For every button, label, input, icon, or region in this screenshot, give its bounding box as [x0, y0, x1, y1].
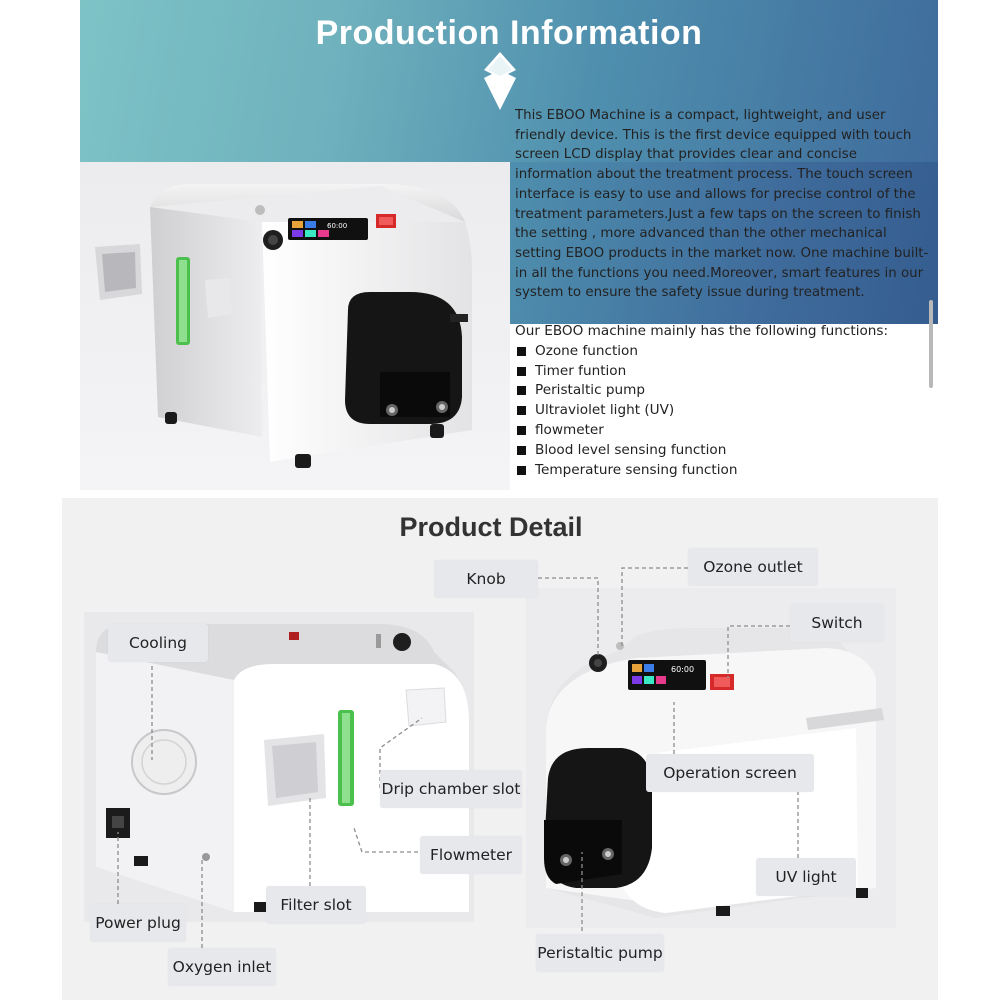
functions-block: Our EBOO machine mainly has the followin… [515, 322, 933, 480]
function-item: Blood level sensing function [515, 441, 933, 461]
label-flowmeter: Flowmeter [420, 836, 522, 874]
function-item: Timer funtion [515, 362, 933, 382]
eboo-machine-image: 60:00 [95, 184, 472, 468]
function-item: Peristaltic pump [515, 381, 933, 401]
functions-list: Ozone function Timer funtion Peristaltic… [515, 342, 933, 481]
production-title: Production Information [315, 14, 703, 52]
product-detail-section: Product Detail [62, 498, 938, 1000]
intro-paragraph: This EBOO Machine is a compact, lightwei… [515, 108, 929, 301]
label-drip-chamber-slot: Drip chamber slot [380, 770, 522, 808]
machine-photo: 60:00 [80, 162, 510, 490]
machine-rear-image [84, 612, 474, 922]
callout-leader-lines [117, 567, 799, 948]
front-screen-time: 60:00 [671, 665, 694, 674]
label-knob: Knob [434, 560, 538, 598]
scrollbar[interactable] [929, 300, 933, 388]
label-oxygen-inlet: Oxygen inlet [168, 948, 276, 986]
top-screen-time: 60:00 [327, 222, 347, 230]
label-switch: Switch [790, 604, 884, 642]
label-filter-slot: Filter slot [266, 886, 366, 924]
down-arrow-icon [484, 52, 516, 110]
label-power-plug: Power plug [90, 904, 186, 942]
label-cooling: Cooling [108, 624, 208, 662]
label-uv-light: UV light [756, 858, 856, 896]
function-item: Temperature sensing function [515, 461, 933, 481]
function-item: Ultraviolet light (UV) [515, 401, 933, 421]
functions-intro: Our EBOO machine mainly has the followin… [515, 323, 889, 339]
production-information-section: Production Information [80, 0, 938, 490]
label-operation-screen: Operation screen [646, 754, 814, 792]
text-panel-background [510, 162, 938, 324]
function-item: flowmeter [515, 421, 933, 441]
function-item: Ozone function [515, 342, 933, 362]
label-ozone-outlet: Ozone outlet [688, 548, 818, 586]
product-detail-title: Product Detail [399, 512, 583, 542]
label-peristaltic-pump: Peristaltic pump [536, 934, 664, 972]
